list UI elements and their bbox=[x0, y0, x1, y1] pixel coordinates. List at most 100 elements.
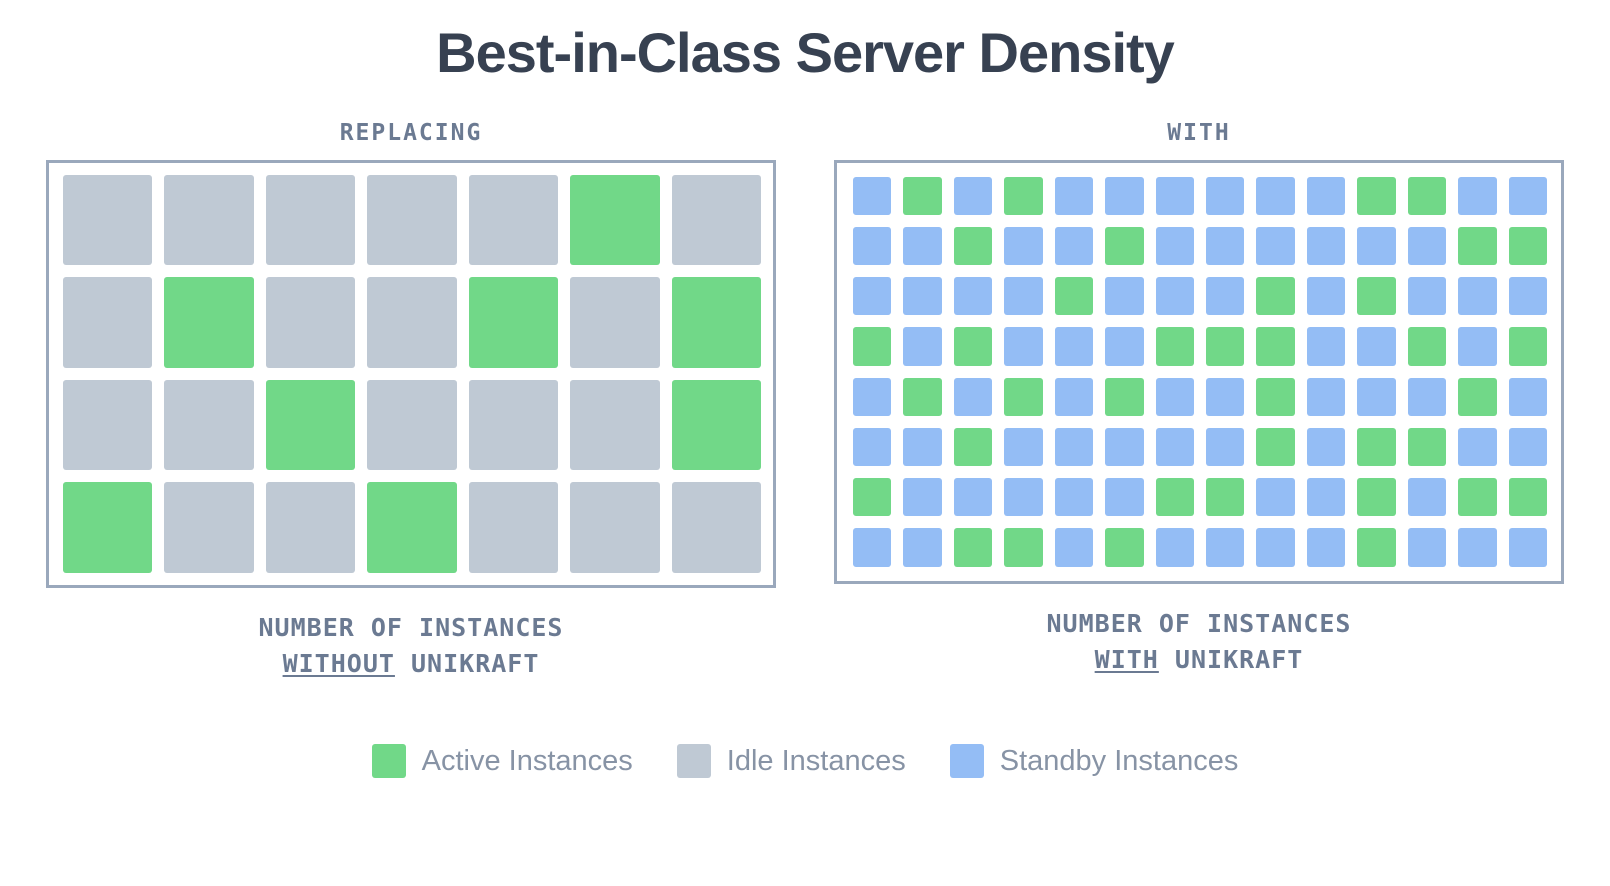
instance-cell-active bbox=[1256, 377, 1295, 416]
instance-cell-active bbox=[903, 176, 942, 215]
instance-cell-idle bbox=[671, 482, 761, 573]
instance-cell-active bbox=[1004, 176, 1043, 215]
instance-cell-standby bbox=[1306, 427, 1346, 467]
instance-cell-active bbox=[671, 277, 761, 368]
instance-cell-standby bbox=[1205, 176, 1245, 215]
instance-cell-standby bbox=[1054, 226, 1094, 266]
legend-item-idle: Idle Instances bbox=[676, 744, 906, 779]
instance-cell-standby bbox=[1508, 427, 1547, 467]
instance-cell-idle bbox=[468, 482, 559, 573]
instance-cell-idle bbox=[63, 174, 153, 266]
instance-cell-standby bbox=[1407, 277, 1447, 316]
instance-cell-standby bbox=[1054, 377, 1094, 416]
instance-cell-active bbox=[1155, 327, 1194, 366]
instance-cell-standby bbox=[1205, 277, 1245, 316]
instance-cell-active bbox=[1004, 528, 1043, 567]
instance-cell-active bbox=[1508, 327, 1547, 366]
instance-cell-active bbox=[1458, 226, 1497, 266]
panel-right-caption-line2: WITH UNIKRAFT bbox=[1047, 642, 1352, 678]
instance-cell-active bbox=[953, 528, 993, 567]
legend-swatch-active-icon bbox=[371, 744, 406, 779]
instance-cell-active bbox=[1105, 226, 1144, 266]
instance-cell-standby bbox=[1205, 528, 1245, 567]
instance-cell-standby bbox=[953, 377, 993, 416]
instance-cell-active bbox=[1105, 528, 1144, 567]
instance-cell-standby bbox=[1407, 226, 1447, 266]
instance-cell-standby bbox=[1054, 528, 1094, 567]
instance-cell-standby bbox=[1458, 528, 1497, 567]
panels-container: REPLACING NUMBER OF INSTANCES WITHOUT UN… bbox=[0, 120, 1610, 683]
instance-cell-standby bbox=[903, 226, 942, 266]
instance-cell-standby bbox=[1155, 427, 1194, 467]
instance-cell-active bbox=[953, 427, 993, 467]
instance-cell-active bbox=[853, 327, 892, 366]
instance-cell-standby bbox=[1004, 427, 1043, 467]
instance-cell-active bbox=[1004, 377, 1043, 416]
instance-cell-standby bbox=[1054, 327, 1094, 366]
panel-without-unikraft: REPLACING NUMBER OF INSTANCES WITHOUT UN… bbox=[46, 120, 776, 683]
instance-cell-standby bbox=[1004, 277, 1043, 316]
instance-cell-standby bbox=[1458, 427, 1497, 467]
instance-cell-standby bbox=[1306, 226, 1346, 266]
instance-cell-standby bbox=[1357, 226, 1396, 266]
panel-left-caption: NUMBER OF INSTANCES WITHOUT UNIKRAFT bbox=[259, 610, 564, 683]
instance-cell-standby bbox=[1155, 226, 1194, 266]
instance-cell-standby bbox=[853, 176, 892, 215]
instance-cell-standby bbox=[1458, 176, 1497, 215]
instance-cell-standby bbox=[1306, 327, 1346, 366]
instance-cell-standby bbox=[1407, 478, 1447, 517]
instance-cell-active bbox=[1256, 427, 1295, 467]
instance-cell-active bbox=[1508, 478, 1547, 517]
panel-right-caption: NUMBER OF INSTANCES WITH UNIKRAFT bbox=[1047, 606, 1352, 679]
instance-cell-active bbox=[570, 174, 660, 266]
instance-cell-active bbox=[1357, 478, 1396, 517]
instance-cell-active bbox=[265, 379, 356, 471]
instance-cell-standby bbox=[1458, 327, 1497, 366]
instance-cell-standby bbox=[1407, 528, 1447, 567]
instance-cell-standby bbox=[903, 277, 942, 316]
instance-cell-standby bbox=[953, 277, 993, 316]
instance-cell-idle bbox=[468, 174, 559, 266]
instance-cell-standby bbox=[1155, 528, 1194, 567]
panel-right-caption-line1: NUMBER OF INSTANCES bbox=[1046, 608, 1352, 638]
instance-cell-idle bbox=[367, 379, 457, 471]
legend-item-standby: Standby Instances bbox=[949, 744, 1238, 779]
panel-right-caption-underlined: WITH bbox=[1094, 644, 1159, 674]
instance-cell-active bbox=[953, 327, 993, 366]
instance-cell-standby bbox=[1054, 427, 1094, 467]
panel-left-heading: REPLACING bbox=[339, 119, 483, 146]
legend-label: Active Instances bbox=[421, 744, 633, 777]
panel-right-caption-rest: UNIKRAFT bbox=[1158, 644, 1304, 674]
instance-cell-standby bbox=[1458, 277, 1497, 316]
legend-item-active: Active Instances bbox=[371, 744, 633, 779]
instance-cell-active bbox=[1458, 478, 1497, 517]
panel-left-caption-underlined: WITHOUT bbox=[282, 648, 395, 678]
instance-cell-standby bbox=[953, 176, 993, 215]
instance-cell-standby bbox=[853, 226, 892, 266]
instance-cell-standby bbox=[1508, 528, 1547, 567]
instance-cell-active bbox=[1054, 277, 1094, 316]
instance-cell-idle bbox=[367, 277, 457, 368]
instance-cell-standby bbox=[1306, 277, 1346, 316]
instance-cell-standby bbox=[1256, 226, 1295, 266]
instance-cell-idle bbox=[164, 379, 254, 471]
instance-cell-active bbox=[1205, 478, 1245, 517]
legend-label: Idle Instances bbox=[726, 744, 906, 777]
instance-cell-standby bbox=[1357, 377, 1396, 416]
panel-right-heading: WITH bbox=[1167, 119, 1231, 146]
instance-cell-standby bbox=[1054, 176, 1094, 215]
instance-cell-idle bbox=[570, 482, 660, 573]
instance-cell-standby bbox=[1155, 377, 1194, 416]
instance-cell-active bbox=[1357, 277, 1396, 316]
instance-cell-idle bbox=[265, 174, 356, 266]
instance-cell-active bbox=[1105, 377, 1144, 416]
instance-cell-active bbox=[1508, 226, 1547, 266]
instance-cell-active bbox=[468, 277, 559, 368]
instance-cell-standby bbox=[1306, 377, 1346, 416]
grid-without-unikraft bbox=[46, 159, 776, 588]
instance-cell-idle bbox=[63, 277, 153, 368]
instance-cell-standby bbox=[1105, 327, 1144, 366]
instance-cell-standby bbox=[1105, 277, 1144, 316]
instance-cell-standby bbox=[953, 478, 993, 517]
